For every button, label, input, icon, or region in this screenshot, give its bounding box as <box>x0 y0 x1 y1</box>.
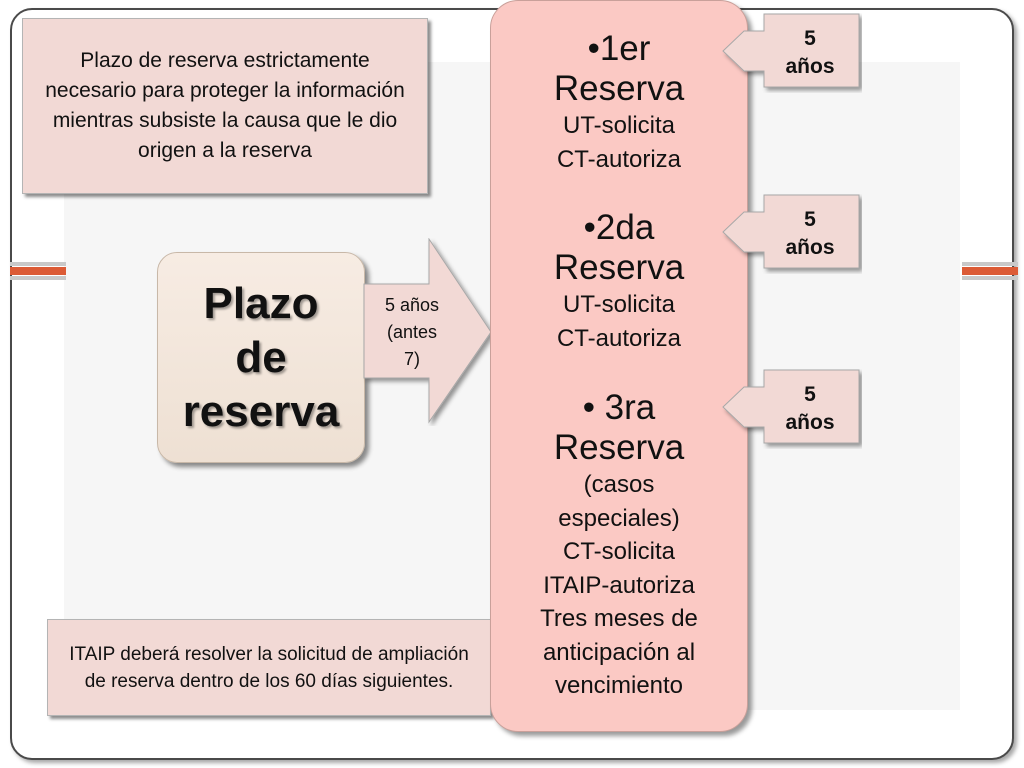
left-arrow-icon <box>722 369 860 444</box>
reserva-2-line: CT-autoriza <box>556 325 682 352</box>
right-decorative-stripe <box>962 262 1018 280</box>
side-arrow-1-label: 5 años <box>785 27 835 78</box>
reserva-2-title: •2da Reserva <box>553 208 685 287</box>
side-arrow-2: 5 años <box>720 194 862 274</box>
reserva-3-line: vencimiento <box>554 672 684 699</box>
side-arrow-1: 5 años <box>720 13 862 93</box>
reserva-3-line: Tres meses de <box>540 605 698 632</box>
plazo-de-reserva-box: Plazo de reserva <box>157 252 365 463</box>
reserva-2-line: UT-solicita <box>562 291 676 318</box>
reserva-3-line: anticipación al <box>542 638 696 666</box>
reserva-1-line: UT-solicita <box>562 112 676 139</box>
side-arrow-2-label: 5 años <box>785 208 835 259</box>
reserva-3-line: CT-solicita <box>562 538 676 565</box>
left-decorative-stripe <box>10 262 66 280</box>
left-arrow-icon <box>722 13 860 88</box>
itaip-note: ITAIP deberá resolver la solicitud de am… <box>47 619 491 716</box>
definition-note: Plazo de reserva estrictamente necesario… <box>22 18 428 194</box>
reserva-3-line: especiales) <box>558 504 680 532</box>
reserva-1-title: •1er Reserva <box>553 29 685 108</box>
left-arrow-icon <box>722 194 860 269</box>
reserva-3-line: ITAIP-autoriza <box>543 571 695 599</box>
plazo-de-reserva-title: Plazo de reserva <box>182 278 340 436</box>
reserva-3-line: (casos <box>583 471 655 498</box>
reserva-1: •1er Reserva UT-solicita CT-autoriza <box>491 29 747 177</box>
reservas-column: •1er Reserva UT-solicita CT-autoriza •2d… <box>490 0 748 732</box>
reserva-2: •2da Reserva UT-solicita CT-autoriza <box>491 208 747 356</box>
reserva-1-line: CT-autoriza <box>556 146 682 173</box>
main-right-arrow <box>363 238 492 424</box>
side-arrow-3-label: 5 años <box>785 383 835 434</box>
reserva-3-title: • 3ra Reserva <box>553 388 685 467</box>
itaip-note-text: ITAIP deberá resolver la solicitud de am… <box>69 643 469 692</box>
definition-note-text: Plazo de reserva estrictamente necesario… <box>45 49 405 162</box>
main-arrow-label: 5 años (antes 7) <box>384 295 440 369</box>
reserva-3: • 3ra Reserva (casos especiales) CT-soli… <box>491 388 747 703</box>
side-arrow-3: 5 años <box>720 369 862 449</box>
